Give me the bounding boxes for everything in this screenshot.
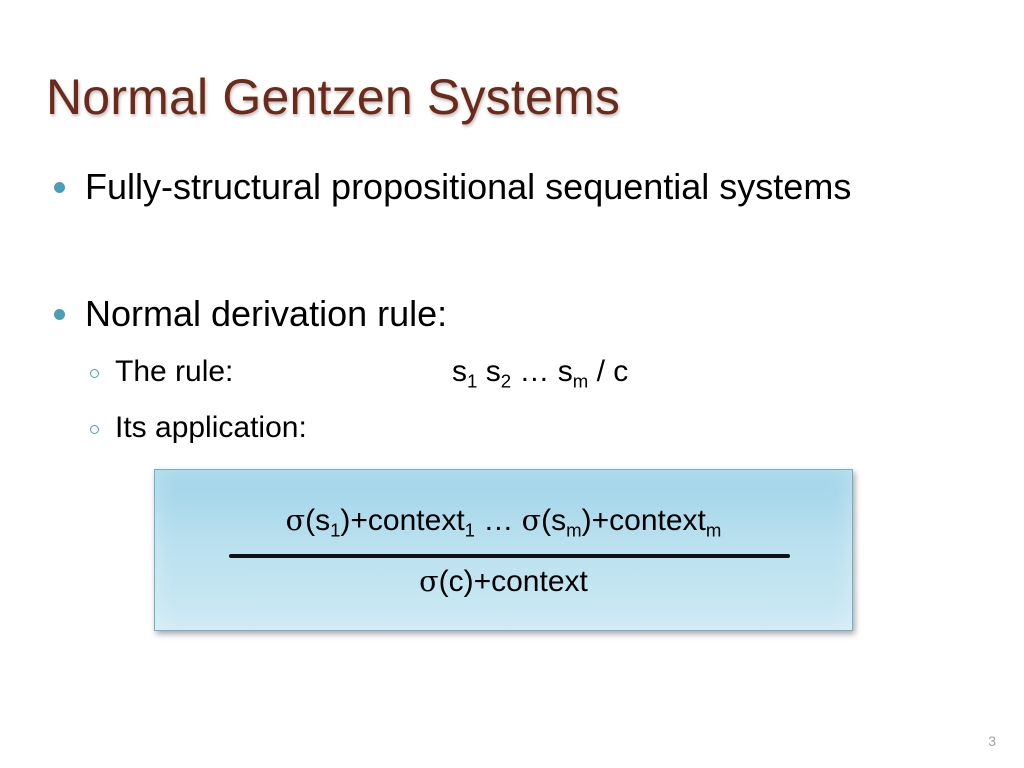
formula-conclusion: / c — [596, 355, 629, 388]
bullet-dot-icon — [54, 308, 65, 320]
sub-bullet-ring-icon — [90, 424, 99, 434]
derivation-rule-box: σ(s1)+context1 … σ(sm)+contextm σ(c)+con… — [154, 469, 853, 631]
formula-sm: s — [557, 355, 573, 388]
premise-part: )+context — [340, 504, 465, 537]
bullet-dot-icon — [54, 181, 65, 193]
formula-index-1: 1 — [467, 370, 478, 392]
premise-ellipsis: … — [475, 504, 522, 537]
sub-bullet-ring-icon — [90, 368, 99, 378]
rule-formula: s1 s2 … sm / c — [452, 355, 629, 392]
premise-part: (s — [305, 504, 331, 537]
premise-index: m — [566, 519, 582, 541]
sigma-symbol: σ — [419, 565, 439, 598]
bullet-fully-structural: Fully-structural propositional sequentia… — [54, 166, 851, 208]
premise-part: )+context — [581, 504, 706, 537]
page-number: 3 — [988, 733, 996, 749]
rule-premises: σ(s1)+context1 … σ(sm)+contextm — [155, 504, 852, 541]
sigma-symbol: σ — [285, 504, 306, 537]
bullet-text: Normal derivation rule: — [85, 293, 448, 334]
formula-index-m: m — [572, 370, 589, 392]
bullet-text: Fully-structural propositional sequentia… — [85, 166, 852, 207]
formula-ellipsis: … — [519, 355, 550, 388]
premise-index: 1 — [464, 519, 475, 541]
premise-index: 1 — [330, 519, 341, 541]
slide-title: Normal Gentzen Systems — [46, 69, 621, 125]
sigma-symbol: σ — [521, 504, 542, 537]
sub-bullet-text: The rule: — [115, 355, 234, 388]
premise-index: m — [705, 519, 722, 541]
formula-s1: s — [452, 355, 467, 388]
conclusion-text: (c)+context — [438, 565, 588, 598]
formula-index-2: 2 — [500, 370, 512, 392]
premise-part: (s — [541, 504, 567, 537]
sub-bullet-text: Its application: — [115, 411, 307, 444]
rule-conclusion: σ(c)+context — [155, 565, 852, 599]
formula-s2: s — [485, 355, 501, 388]
bullet-normal-derivation-rule: Normal derivation rule: — [54, 293, 447, 335]
sub-bullet-the-rule: The rule: — [90, 355, 233, 389]
sub-bullet-its-application: Its application: — [90, 411, 307, 445]
inference-line — [229, 554, 790, 558]
